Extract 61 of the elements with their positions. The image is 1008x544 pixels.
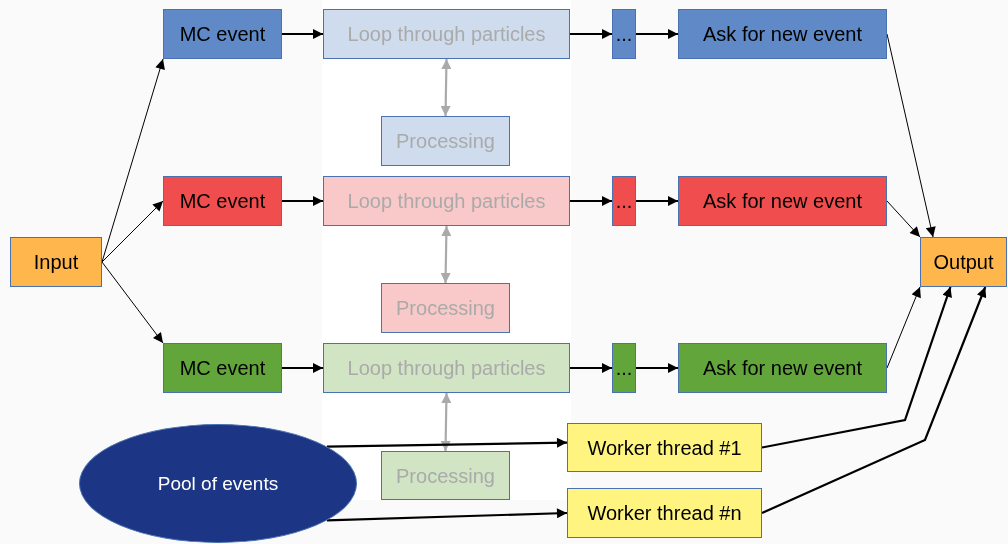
node-label: Ask for new event — [703, 191, 862, 211]
process-box — [920, 237, 1007, 287]
node-label: ... — [615, 358, 633, 378]
arrow — [761, 286, 952, 449]
node-label: Loop through particles — [347, 191, 546, 211]
process-box — [381, 451, 510, 500]
node-label: Input — [33, 252, 79, 272]
process-box — [323, 9, 570, 59]
process-box — [567, 488, 762, 538]
node-label: MC event — [179, 24, 266, 44]
arrow — [282, 196, 323, 206]
process-box — [163, 343, 282, 393]
process-box — [381, 116, 510, 166]
arrow — [282, 363, 323, 373]
arrow — [440, 226, 452, 283]
process-box — [323, 176, 570, 226]
node-label: Ask for new event — [703, 358, 862, 378]
node-label: Worker thread #1 — [587, 437, 742, 458]
arrow — [326, 508, 568, 522]
process-box — [163, 9, 282, 59]
arrow — [886, 286, 921, 369]
arrow — [636, 29, 678, 39]
arrow — [886, 200, 921, 238]
arrow — [886, 33, 936, 238]
arrow — [101, 261, 164, 344]
arrow — [440, 59, 452, 116]
node-label: Pool of events — [157, 474, 279, 493]
process-box — [612, 343, 636, 393]
process-box — [381, 283, 510, 333]
arrow — [570, 196, 612, 206]
node-label: Processing — [396, 298, 495, 318]
node-label: Worker thread #n — [587, 503, 742, 523]
node-label: Loop through particles — [347, 358, 546, 378]
node-label: Output — [933, 252, 994, 272]
process-box — [678, 9, 887, 59]
node-label: MC event — [179, 358, 266, 378]
node-label: Ask for new event — [703, 24, 862, 44]
process-box — [678, 176, 887, 226]
node-label: ... — [615, 191, 633, 211]
process-box — [323, 343, 570, 393]
process-box — [612, 9, 636, 59]
process-box — [10, 237, 102, 287]
arrow — [761, 286, 987, 514]
process-box — [567, 423, 762, 472]
process-box — [612, 176, 636, 226]
arrow — [101, 58, 165, 263]
node-label: Processing — [396, 465, 495, 486]
arrow — [570, 363, 612, 373]
process-box — [163, 176, 282, 226]
node-label: Loop through particles — [347, 24, 546, 44]
process-box — [678, 343, 887, 393]
node-label: Processing — [396, 131, 495, 151]
node-label: MC event — [179, 191, 266, 211]
arrow — [101, 200, 164, 263]
arrow — [440, 393, 452, 451]
arrow — [636, 196, 678, 206]
arrow — [282, 29, 323, 39]
arrow — [570, 29, 612, 39]
arrow — [326, 437, 567, 448]
node-label: ... — [615, 24, 633, 44]
arrow — [636, 363, 678, 373]
